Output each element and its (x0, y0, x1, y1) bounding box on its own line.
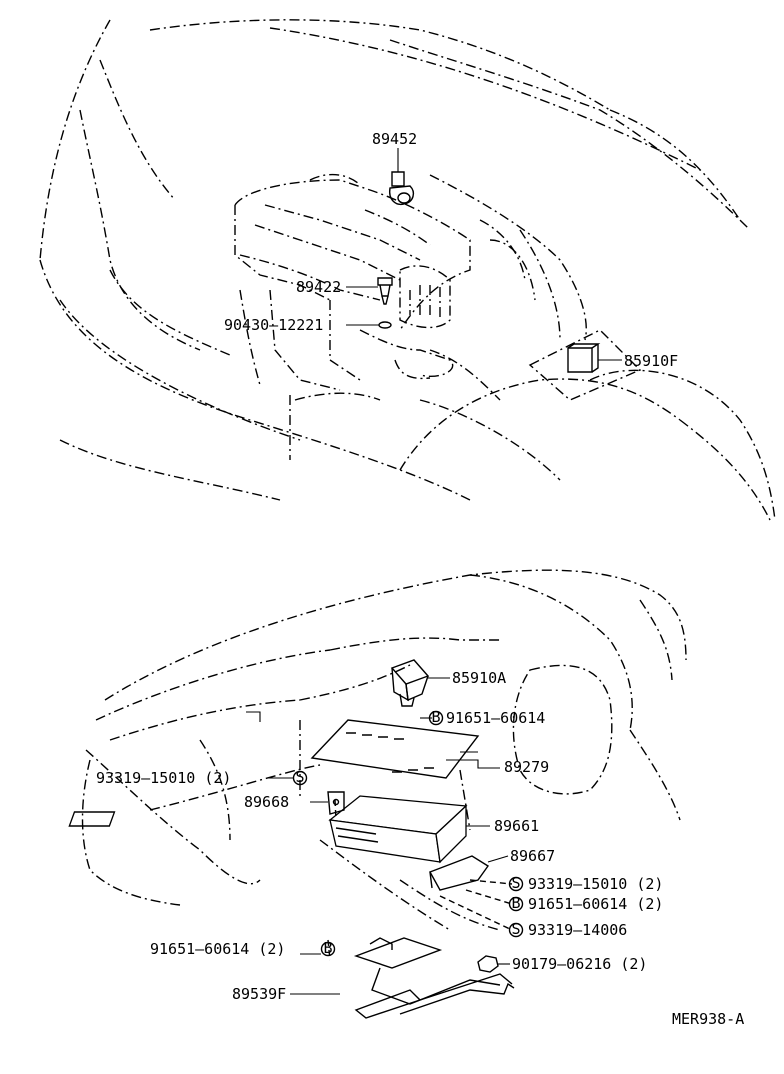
label-85910F: 85910F (624, 352, 678, 370)
label-91651-60614-c: 91651‒60614 (2) (150, 940, 285, 958)
label-91651-60614-b: 91651‒60614 (2) (528, 895, 663, 913)
symbol-b-1: B (431, 708, 440, 726)
label-91651-60614-a: 91651‒60614 (446, 709, 545, 727)
part-89279-cover (310, 719, 500, 779)
fastener-symbols: B S S B S B (292, 708, 524, 973)
engine-bay-outline (39, 19, 776, 521)
part-labels: 89452 89422 90430‒12221 85910F 85910A 91… (96, 130, 744, 1028)
leader-lines (246, 711, 513, 961)
label-89667: 89667 (510, 847, 555, 865)
part-89452-sensor (389, 148, 415, 206)
label-89661: 89661 (494, 817, 539, 835)
part-89422-sensor (346, 277, 393, 329)
label-90430-12221: 90430‒12221 (224, 316, 323, 334)
label-89539F: 89539F (232, 985, 286, 1003)
part-89539F-bracket (290, 937, 515, 1019)
label-89452: 89452 (372, 130, 417, 148)
symbol-b-3: B (323, 939, 332, 957)
symbol-b-2: B (511, 894, 520, 912)
part-89661-ecu (68, 795, 490, 864)
part-85910F-relay (567, 343, 622, 373)
label-85910A: 85910A (452, 669, 506, 687)
label-89279: 89279 (504, 758, 549, 776)
label-90179-06216: 90179‒06216 (2) (512, 955, 647, 973)
part-89667-bracket (428, 855, 509, 891)
part-85910A-relay (390, 659, 450, 707)
dashboard-outline (81, 569, 687, 931)
label-93319-15010-b: 93319‒15010 (2) (528, 875, 663, 893)
symbol-s-3: S (511, 920, 520, 938)
label-89422: 89422 (296, 278, 341, 296)
label-93319-14006: 93319‒14006 (528, 921, 627, 939)
label-93319-15010-a: 93319‒15010 (2) (96, 769, 231, 787)
engine-block (234, 173, 536, 460)
reference-code: MER938‑A (672, 1010, 744, 1028)
symbol-s-1: S (295, 768, 304, 786)
part-89668-bracket (310, 791, 345, 815)
symbol-s-2: S (511, 874, 520, 892)
label-89668: 89668 (244, 793, 289, 811)
